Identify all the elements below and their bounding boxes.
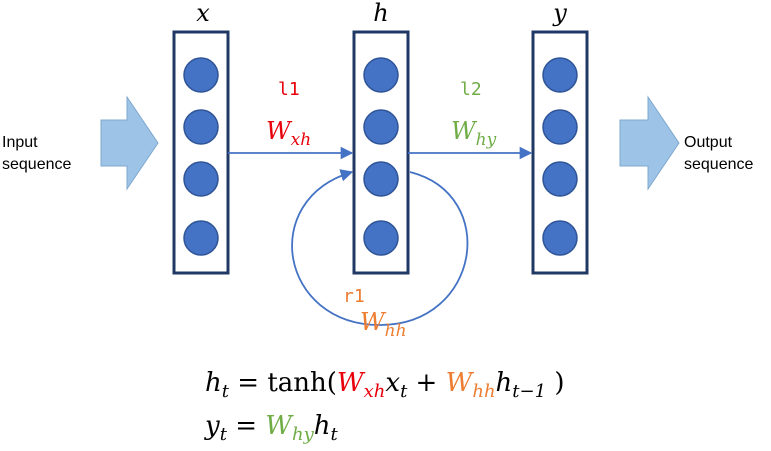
weight-label-whh: Whh	[360, 308, 407, 341]
neuron-nodes	[183, 57, 578, 256]
input-block-arrow	[100, 95, 159, 191]
output-layer-box	[531, 30, 589, 275]
output-neuron-node	[542, 220, 578, 256]
weight-label-wxh: Wxh	[266, 117, 311, 150]
input-neuron-node	[183, 220, 219, 256]
input-neuron-node	[183, 57, 219, 93]
output-neuron-node	[542, 161, 578, 197]
output-neuron-node	[542, 57, 578, 93]
equation-output: yt = Whyht	[204, 411, 339, 445]
weight-tag-l2: l2	[460, 79, 482, 100]
input-neuron-node	[183, 161, 219, 197]
hidden-neuron-node	[363, 220, 399, 256]
output-block-arrow	[619, 95, 680, 191]
weight-tag-r1: r1	[343, 286, 365, 307]
output-label-line2: sequence	[684, 156, 753, 173]
output-label-line1: Output	[684, 134, 733, 151]
recurrent-loop	[291, 169, 469, 326]
hidden-layer-symbol: h	[373, 0, 388, 27]
output-layer-symbol: y	[552, 0, 567, 27]
input-neuron-node	[183, 109, 219, 145]
hidden-neuron-node	[363, 161, 399, 197]
hidden-neuron-node	[363, 109, 399, 145]
input-label-line1: Input	[2, 134, 38, 151]
output-neuron-node	[542, 109, 578, 145]
weight-tag-l1: l1	[278, 79, 300, 100]
hidden-neuron-node	[363, 57, 399, 93]
input-layer-symbol: x	[196, 0, 210, 27]
weight-label-why: Why	[451, 117, 497, 150]
equation-hidden-state: ht = tanh(Wxhxt + Whhht−1 )	[205, 368, 565, 402]
input-label-line2: sequence	[2, 156, 71, 173]
